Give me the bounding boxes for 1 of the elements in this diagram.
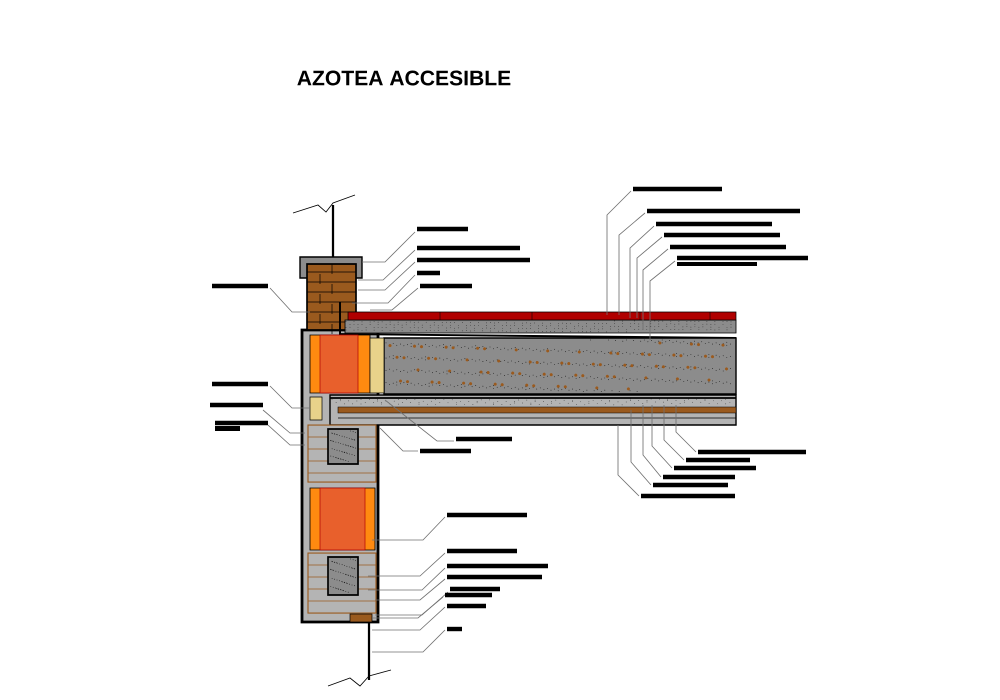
title: AZOTEA ACCESIBLE bbox=[297, 70, 510, 86]
